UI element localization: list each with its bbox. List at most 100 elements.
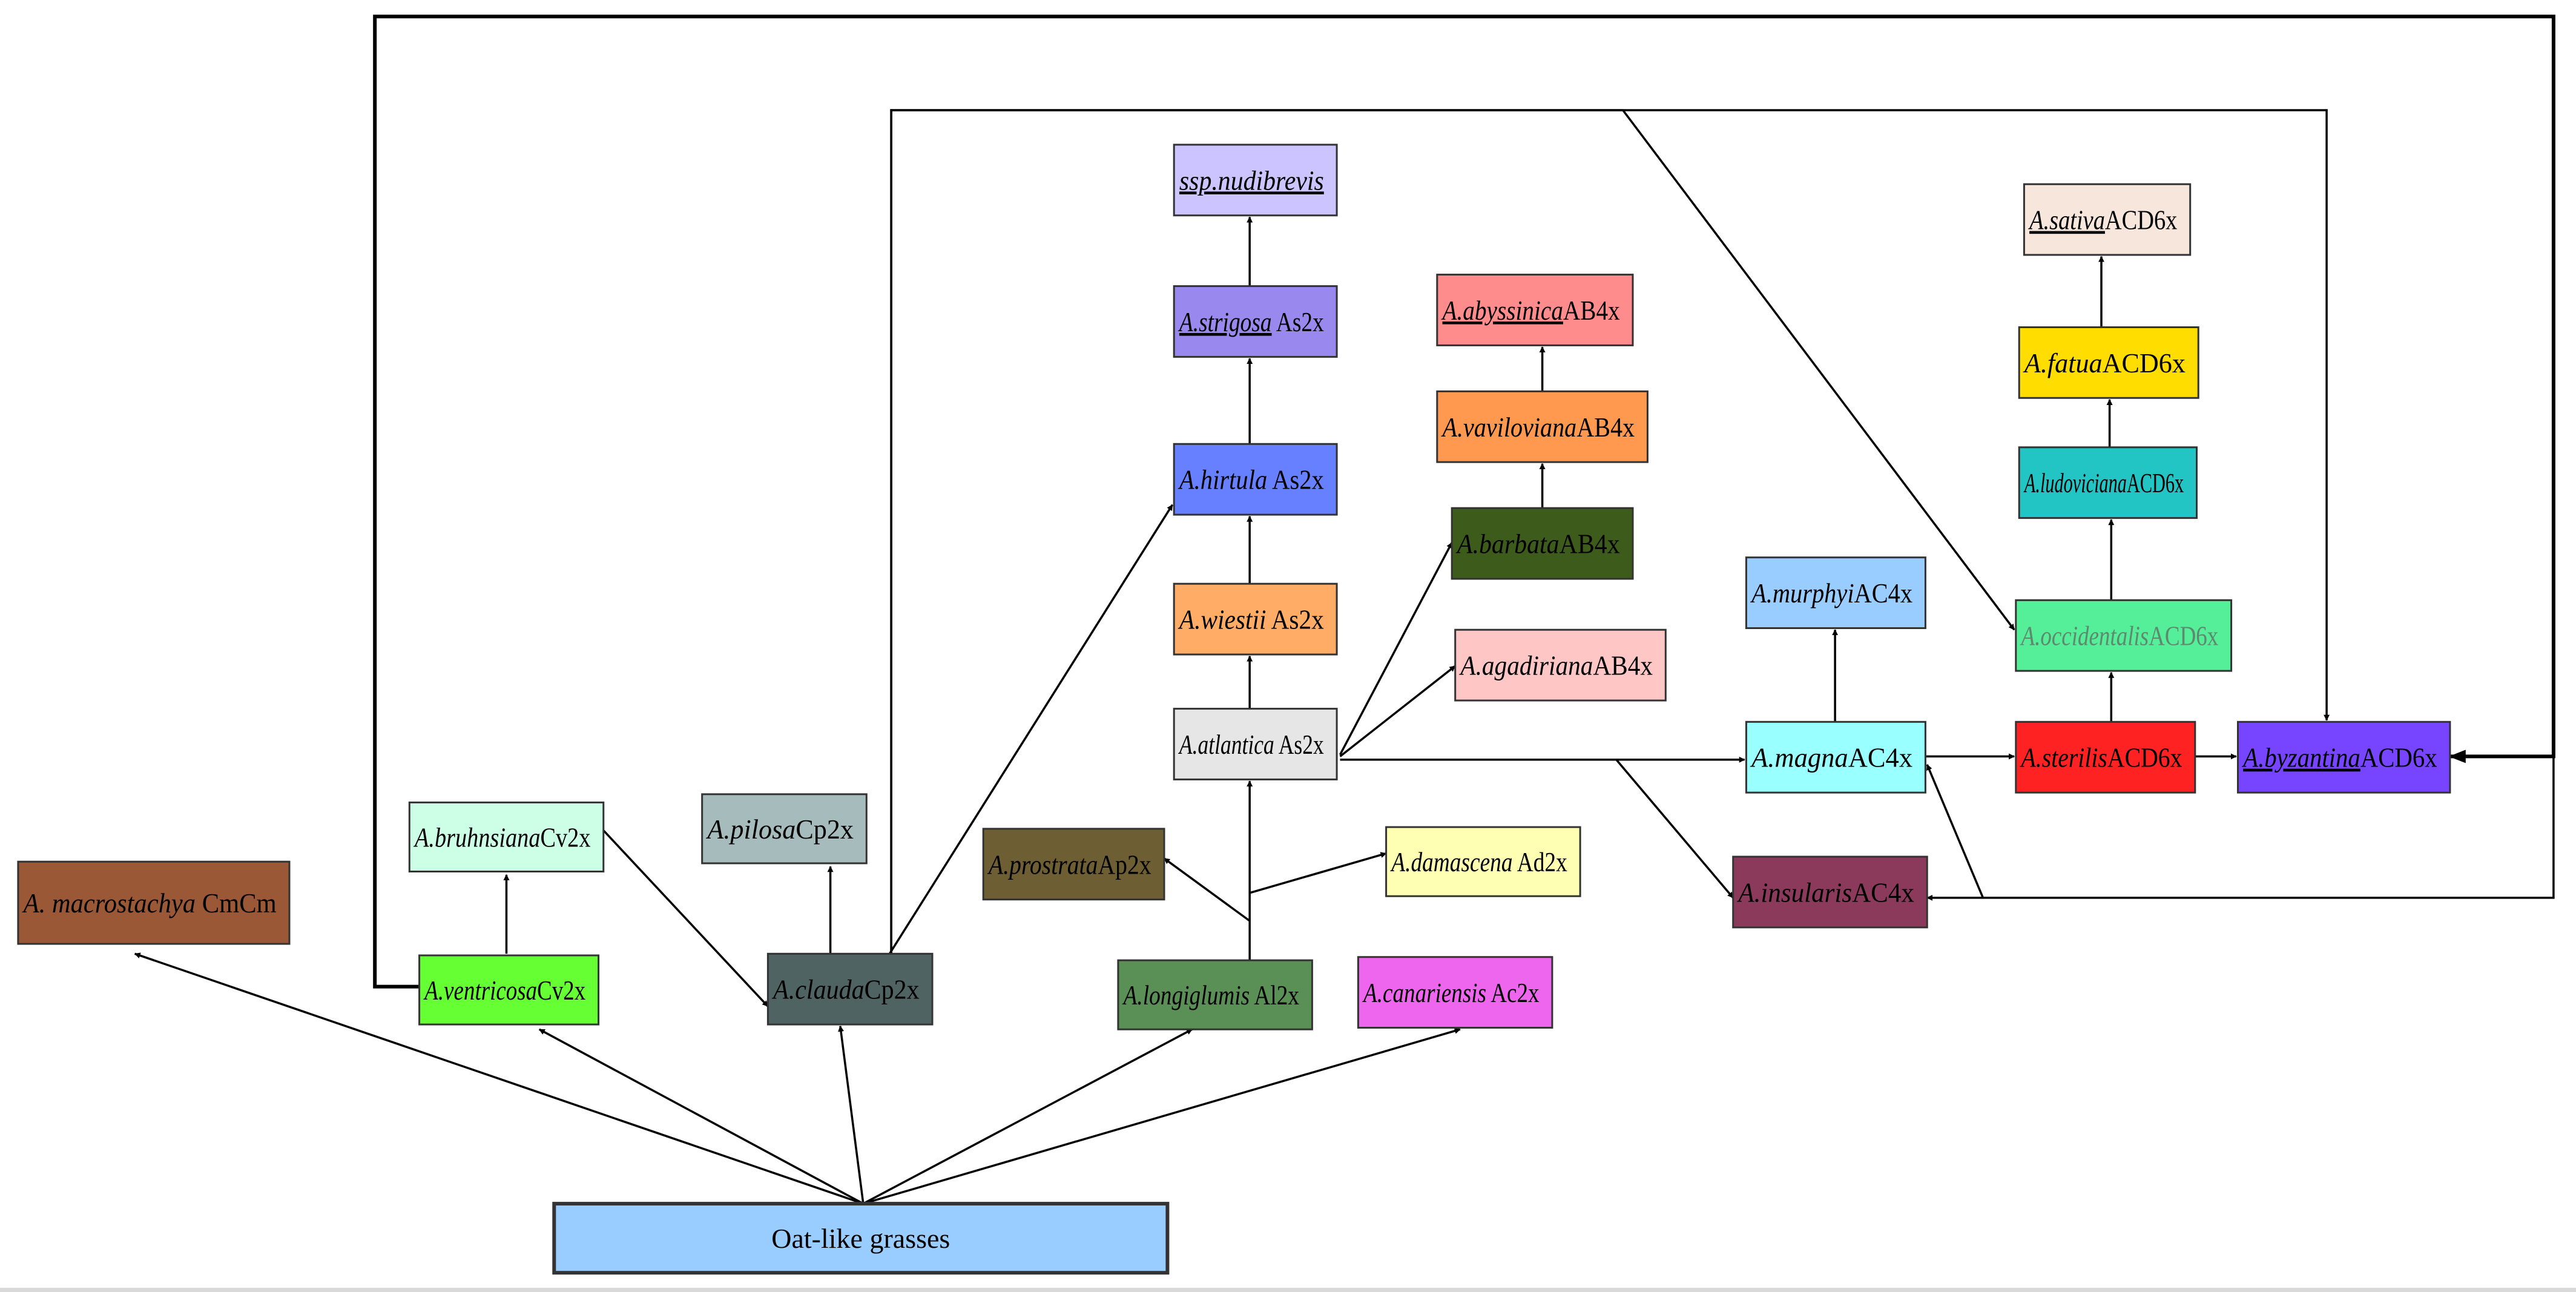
species-name: A.wiestii	[1178, 604, 1266, 635]
node-label-occidentalis: A.occidentalisACD6x	[2020, 621, 2218, 651]
genome-label: ACD6x	[2360, 742, 2437, 773]
genome-label: Cp2x	[796, 814, 854, 845]
species-name: A.agadiriana	[1459, 650, 1593, 681]
node-wiestii: A.wiestii As2x	[1173, 582, 1338, 656]
edge-longiglumis-to-damascena	[1249, 852, 1387, 894]
genome-label: Ad2x	[1513, 846, 1567, 877]
node-label-root: Oat-like grasses	[771, 1223, 950, 1254]
node-label-pilosa: A.pilosaCp2x	[706, 814, 854, 845]
genome-label: Ap2x	[1098, 849, 1151, 880]
node-label-sterilis: A.sterilisACD6x	[2020, 742, 2182, 773]
genome-label: Cp2x	[865, 974, 920, 1005]
genome-label: AB4x	[1560, 529, 1620, 559]
species-name: A.sativa	[2028, 205, 2105, 236]
genome-label: AC4x	[1848, 742, 1912, 773]
node-label-fatua: A.fatuaACD6x	[2023, 348, 2186, 378]
node-label-insularis: A.insularisAC4x	[1737, 877, 1914, 908]
species-name: A.barbata	[1455, 529, 1559, 559]
edge-clauda-to-hirtula	[888, 504, 1173, 955]
node-box-longiglumis	[1117, 959, 1313, 1030]
node-box-clauda	[766, 952, 934, 1026]
edge-clauda-to-byzantina	[890, 109, 2330, 954]
bottom-divider	[0, 1288, 2576, 1292]
node-root: Oat-like grasses	[552, 1202, 1170, 1275]
node-box-ventricosa	[418, 954, 600, 1026]
node-label-macrostachya: A. macrostachya CmCm	[22, 888, 277, 918]
edge-root-to-canariensis	[863, 1027, 1461, 1205]
species-name: A.ventricosa	[423, 975, 537, 1006]
node-pilosa: A.pilosaCp2x	[701, 793, 868, 865]
node-agadiriana: A.agadirianaAB4x	[1454, 628, 1667, 702]
species-name: A.vaviloviana	[1441, 412, 1576, 443]
genome-label: ACD6x	[2107, 742, 2182, 773]
node-box-barbata	[1451, 507, 1634, 580]
node-box-sativa	[2023, 183, 2192, 256]
node-box-vaviloviana	[1436, 390, 1649, 463]
species-name: A.abyssinica	[1441, 295, 1563, 326]
node-sativa: A.sativaACD6x	[2023, 183, 2192, 256]
node-barbata: A.barbataAB4x	[1451, 507, 1634, 580]
edge-root-to-macrostachya	[134, 952, 864, 1205]
species-name: A.occidentalis	[2020, 621, 2149, 651]
node-box-bruhnsiana	[408, 801, 605, 873]
species-name: A.canariensis	[1362, 977, 1486, 1008]
node-label-damascena: A.damascena Ad2x	[1390, 846, 1567, 877]
species-name: A.hirtula	[1178, 464, 1267, 495]
node-box-ludoviciana	[2018, 446, 2198, 519]
node-label-atlantica: A.atlantica As2x	[1178, 729, 1324, 760]
node-macrostachya: A. macrostachya CmCm	[17, 860, 291, 945]
node-murphyi: A.murphyiAC4x	[1745, 556, 1926, 630]
genome-label: CmCm	[196, 888, 277, 918]
node-box-canariensis	[1357, 956, 1553, 1029]
node-label-murphyi: A.murphyiAC4x	[1750, 578, 1912, 608]
node-box-insularis	[1732, 855, 1928, 929]
node-label-hirtula: A.hirtula As2x	[1178, 464, 1324, 495]
node-box-macrostachya	[17, 860, 291, 945]
edge-root-to-ventricosa	[538, 1028, 864, 1205]
species-name: ssp.nudibrevis	[1179, 165, 1324, 196]
node-box-hirtula	[1173, 443, 1338, 516]
node-damascena: A.damascena Ad2x	[1385, 826, 1581, 897]
genome-label: Al2x	[1250, 980, 1299, 1010]
node-box-fatua	[2018, 326, 2199, 399]
species-name: A.atlantica	[1178, 729, 1274, 760]
edge-longiglumis-to-prostrata	[1163, 857, 1251, 922]
edge-atlantica-to-insularis	[1615, 759, 1734, 899]
node-box-strigosa	[1173, 285, 1338, 358]
node-box-root	[552, 1202, 1170, 1275]
node-ventricosa: A.ventricosaCv2x	[418, 954, 600, 1026]
genome-label: AC4x	[1852, 877, 1914, 908]
node-box-sterilis	[2015, 720, 2196, 794]
node-box-atlantica	[1173, 708, 1338, 780]
genome-label: AB4x	[1593, 650, 1653, 681]
genome-label: ACD6x	[2127, 467, 2184, 498]
node-label-wiestii: A.wiestii As2x	[1178, 604, 1324, 635]
node-strigosa: A.strigosa As2x	[1173, 285, 1338, 358]
node-label-vaviloviana: A.vavilovianaAB4x	[1441, 412, 1635, 443]
edge-byzantina-to-insularis	[1926, 756, 2555, 901]
node-box-damascena	[1385, 826, 1581, 897]
node-abyssinica: A.abyssinicaAB4x	[1436, 274, 1634, 346]
genome-label: Cv2x	[537, 975, 585, 1006]
edge-byzantina-to-magna	[1926, 763, 1985, 898]
species-name: A.longiglumis	[1122, 980, 1250, 1010]
node-longiglumis: A.longiglumis Al2x	[1117, 959, 1313, 1030]
node-box-pilosa	[701, 793, 868, 865]
node-nudibrevis: ssp.nudibrevis	[1173, 143, 1338, 217]
genome-label: AC4x	[1854, 578, 1913, 608]
node-box-wiestii	[1173, 582, 1338, 656]
node-label-magna: A.magnaAC4x	[1750, 742, 1912, 773]
node-bruhnsiana: A.bruhnsianaCv2x	[408, 801, 605, 873]
node-label-longiglumis: A.longiglumis Al2x	[1122, 980, 1299, 1010]
node-ludoviciana: A.ludovicianaACD6x	[2018, 446, 2198, 519]
node-box-agadiriana	[1454, 628, 1667, 702]
genome-label: AB4x	[1563, 295, 1620, 326]
node-label-byzantina: A.byzantinaACD6x	[2242, 742, 2437, 773]
node-vaviloviana: A.vavilovianaAB4x	[1436, 390, 1649, 463]
species-name: A.clauda	[771, 974, 864, 1005]
species-name: A.byzantina	[2242, 742, 2360, 773]
root-label: Oat-like grasses	[771, 1223, 950, 1254]
genome-label: ACD6x	[2149, 621, 2218, 651]
